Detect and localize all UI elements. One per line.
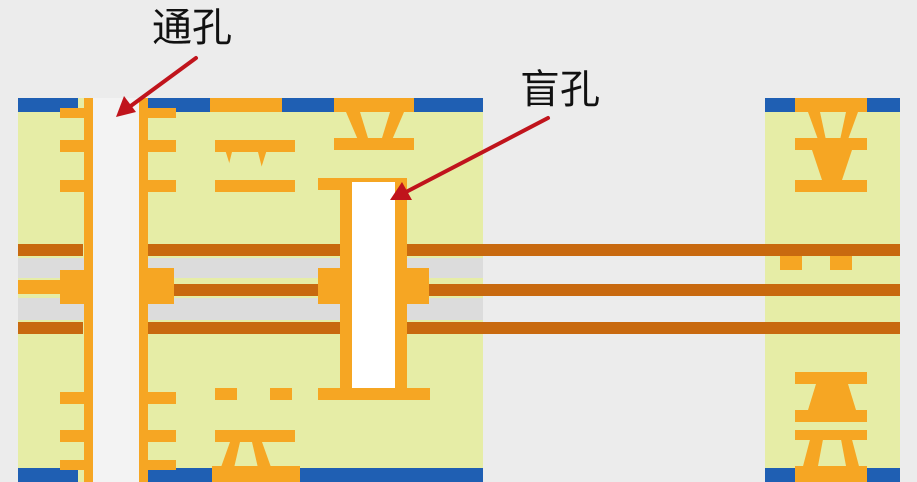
microvia-right-top-pad [795,138,867,150]
top-copper-segment [405,98,483,112]
microvia-right-inner-pad [830,256,852,270]
through-hole-pad [144,180,176,192]
blind-hole-label: 盲孔 [520,67,600,113]
microvia-right-land [795,180,867,192]
microvia-right-top-cap [795,98,867,112]
microvia-center-pad [334,138,414,150]
microvia-top-hole [225,152,265,180]
through-hole-plating-left [84,98,93,482]
inner-layer-1 [148,244,340,256]
microvia-bottom-left [212,388,300,482]
microvia-bottom-cap [212,466,300,482]
outer-copper-bottom [18,468,900,482]
microvia-center-cap [334,98,414,112]
through-hole-pad [60,392,88,404]
microvia-top-center [334,98,414,150]
microvia-top-land [215,180,295,192]
microvia-top-left [210,98,295,192]
through-hole-bore [92,98,140,482]
microvia-bottom-land [270,388,292,400]
inner-layer-1 [18,244,83,256]
microvia-right-bottom-cone [808,384,856,410]
microvia-bottom-hole [234,442,258,468]
microvia-center-hole [360,112,390,138]
microvia-bottom-pad [215,430,295,442]
bottom-copper-segment [18,468,78,482]
blind-hole-bore [352,182,395,400]
microvia-top-pad [215,140,295,152]
blind-hole-bottom-pad [318,388,430,400]
through-hole-pad [60,180,88,192]
microvia-right-top-hole [820,112,846,140]
microvia-top-cap [210,98,282,112]
through-hole-pad [60,108,88,118]
blind-hole-pad [318,268,344,304]
inner-layer-3 [405,322,900,334]
through-hole-label: 通孔 [152,5,232,51]
microvia-top-right [780,98,867,270]
arrow-shaft [126,56,198,110]
through-hole-pad [144,460,176,470]
through-hole-pad [144,140,176,152]
blind-hole-plating-right [395,178,407,400]
inner-layers [18,244,900,334]
inner-layer-2 [405,284,900,296]
microvia-right-bottom-cap [795,466,867,482]
inner-layer-3 [148,322,340,334]
inner-layer-2 [148,284,340,296]
microvia-right-inner-pad [780,256,802,270]
microvia-right-bottom-hole [818,434,846,466]
through-hole-pad [144,430,176,442]
microvia-right-bottom-pad2 [795,430,867,440]
arrow-shaft [404,116,550,194]
arrow-through-hole [116,56,198,117]
microvia-bottom-land [215,388,237,400]
arrow-head [116,96,136,117]
arrow-head [390,182,412,200]
through-hole-pad [60,270,88,304]
through-hole-pad [144,392,176,404]
inner-layer-1 [405,244,900,256]
through-hole [18,98,176,482]
microvia-right-mid-cone [812,150,852,180]
microvia-right-bottom-pad [795,410,867,422]
through-hole-pad [60,140,88,152]
microvia-bottom-right [795,372,867,482]
arrow-blind-hole [390,116,550,200]
bottom-copper-segment [148,468,483,482]
blind-hole [318,178,430,400]
blind-hole-plating-left [340,178,352,400]
through-hole-pad [144,108,176,118]
through-hole-pad [144,268,174,304]
through-hole-pad [60,460,88,470]
through-hole-plating-right [139,98,148,482]
through-hole-pad [60,430,88,442]
microvia-right-bottom-land [795,372,867,384]
inner-layer-3 [18,322,83,334]
blind-hole-pad [403,268,429,304]
